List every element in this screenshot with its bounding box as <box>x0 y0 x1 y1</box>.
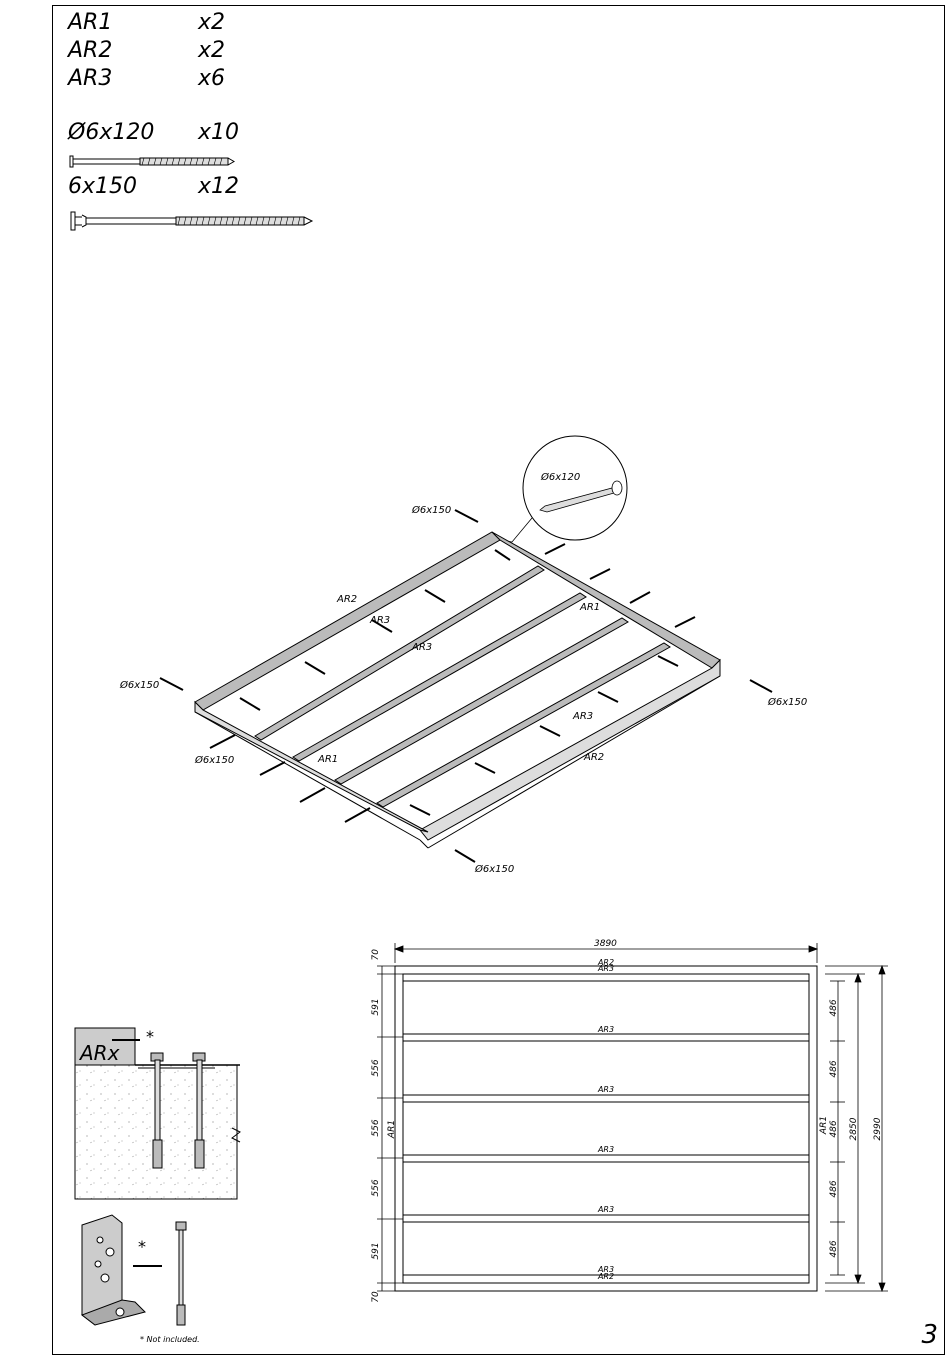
iso-label-ar2-front: AR2 <box>583 752 604 763</box>
page-number: 3 <box>921 1320 938 1350</box>
plan-label-ar3-4: AR3 <box>597 1205 614 1214</box>
iso-screw-label-right: Ø6x150 <box>767 696 807 708</box>
gap-dim-top: 70 <box>371 949 381 961</box>
plan-label-ar1-right: AR1 <box>819 1116 829 1135</box>
iso-screw-label-top: Ø6x150 <box>411 504 451 516</box>
plan-label-ar3-1: AR3 <box>597 1025 614 1034</box>
not-included-note: * Not included. <box>140 1335 200 1344</box>
gap-dim-bottom: 70 <box>371 1291 381 1303</box>
screw-120-icon <box>70 156 234 167</box>
screw-illustrations <box>0 0 950 260</box>
detail-label: Ø6x120 <box>540 471 580 483</box>
iso-label-ar3-b: AR3 <box>411 642 432 653</box>
screw-150-icon <box>71 212 312 230</box>
inner-height-dim: 2850 <box>849 1117 859 1140</box>
right-dim-labels: 486 486 486 486 486 AR1 2850 2990 <box>819 999 883 1257</box>
width-dim: 3890 <box>594 939 617 949</box>
screw-detail-callout: Ø6x120 <box>500 436 627 542</box>
plan-label-ar1-left: AR1 <box>387 1120 397 1139</box>
plan-label-ar3-2: AR3 <box>597 1085 614 1094</box>
iso-label-ar3-a: AR3 <box>369 615 390 626</box>
spacing-dim-2: 556 <box>371 1059 381 1076</box>
isometric-assembly: Ø6x120 <box>0 430 950 890</box>
plan-label-ar2-bottom: AR2 <box>597 1272 614 1281</box>
right-dim-3: 486 <box>829 1120 839 1137</box>
iso-screw-label-bottom-left: Ø6x150 <box>194 754 234 766</box>
plan-beam-labels: AR2 AR3 AR3 AR3 AR3 AR3 AR3 AR2 <box>597 958 614 1281</box>
plan-view: 3890 70 591 556 556 556 591 70 AR1 <box>0 935 950 1305</box>
spacing-dim-1: 591 <box>371 998 381 1015</box>
frame-assembly <box>195 532 720 848</box>
iso-label-ar2-back: AR2 <box>336 594 357 605</box>
right-dim-1: 486 <box>829 999 839 1016</box>
left-dim-labels: 70 591 556 556 556 591 70 AR1 <box>371 949 397 1303</box>
plan-frame <box>395 966 817 1291</box>
iso-label-ar1-right: AR1 <box>579 602 600 613</box>
plan-label-ar3-top: AR3 <box>597 964 614 973</box>
right-dim-4: 486 <box>829 1180 839 1197</box>
right-dim-5: 486 <box>829 1240 839 1257</box>
iso-screw-label-left: Ø6x150 <box>119 679 159 691</box>
spacing-dim-4: 556 <box>371 1179 381 1196</box>
right-dim-2: 486 <box>829 1060 839 1077</box>
iso-screw-label-bottom: Ø6x150 <box>474 863 514 875</box>
outer-height-dim: 2990 <box>873 1117 883 1140</box>
iso-label-ar1-left: AR1 <box>317 754 338 765</box>
plan-label-ar3-3: AR3 <box>597 1145 614 1154</box>
spacing-dim-3: 556 <box>371 1119 381 1136</box>
spacing-dim-5: 591 <box>371 1242 381 1259</box>
iso-label-ar3-c: AR3 <box>572 711 593 722</box>
